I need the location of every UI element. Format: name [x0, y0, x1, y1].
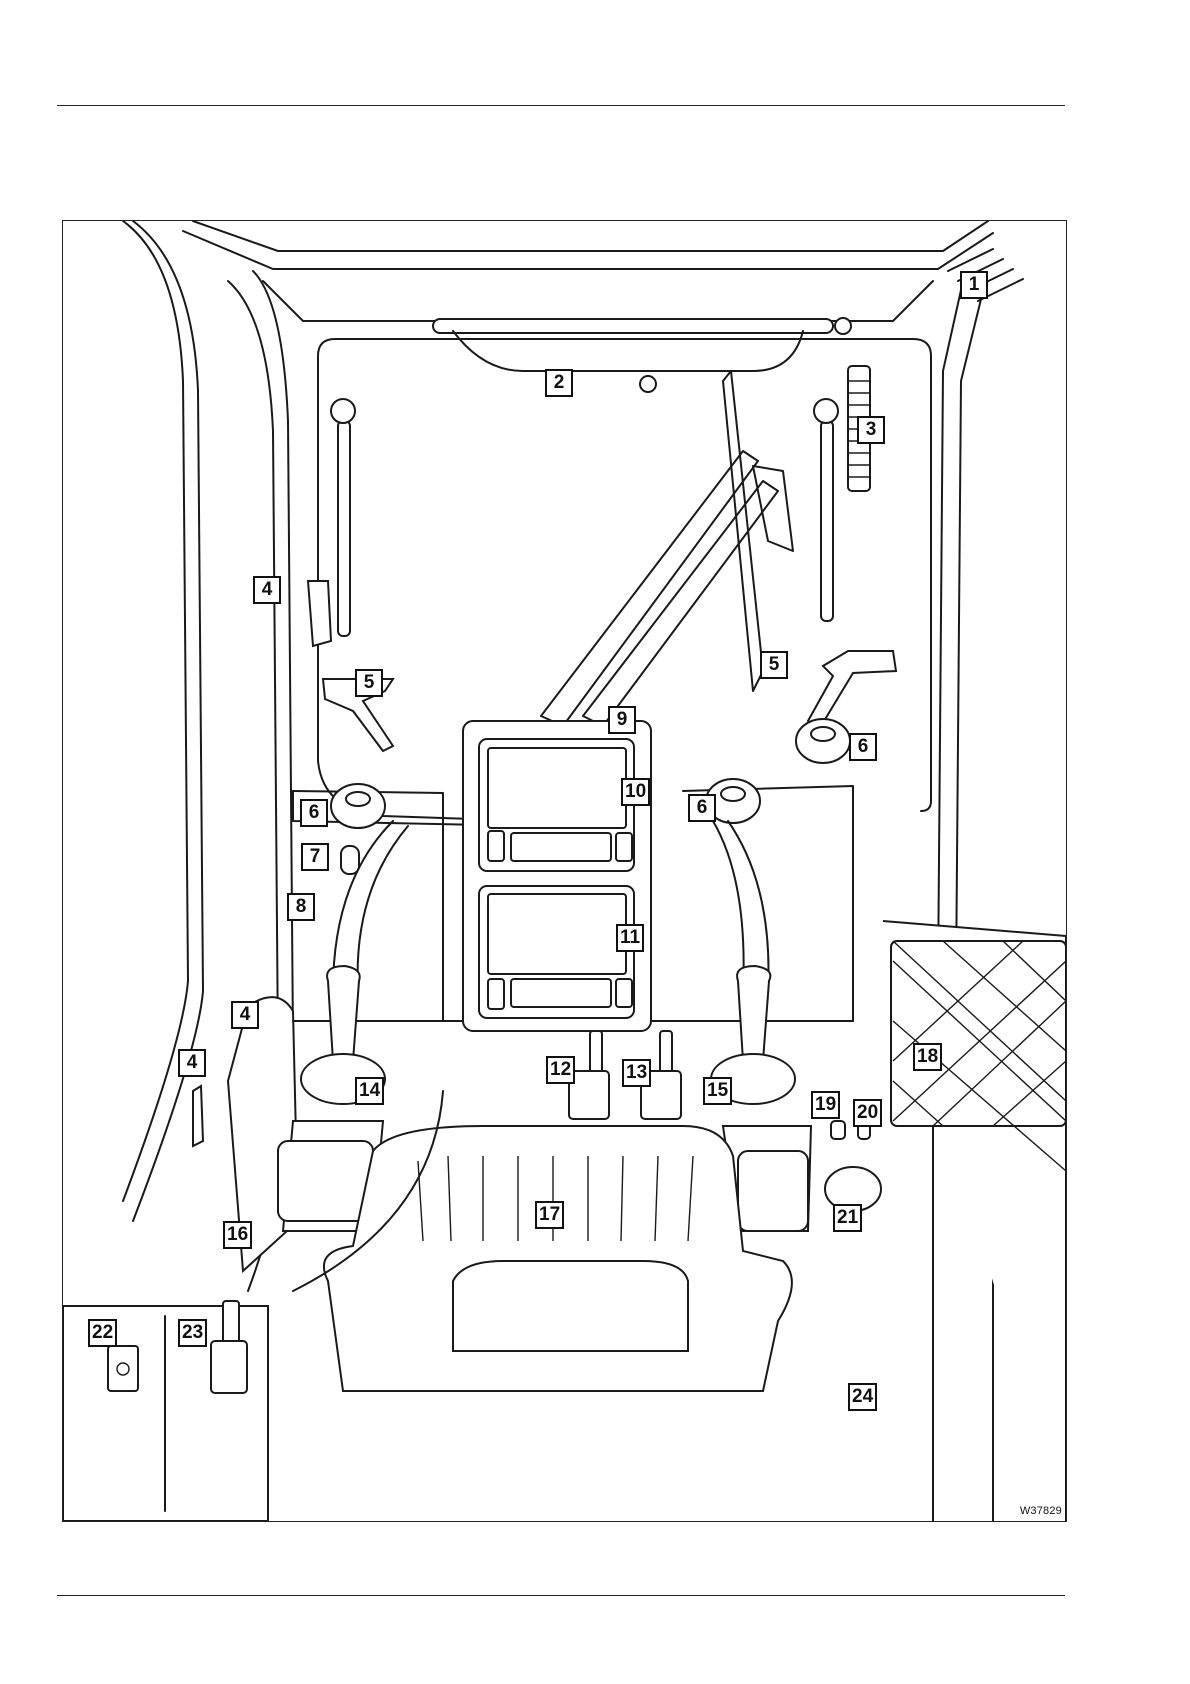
- callout-4a: 4: [253, 576, 281, 604]
- top-rule: [57, 105, 1065, 106]
- callout-23: 23: [178, 1319, 207, 1347]
- callout-3: 3: [857, 416, 885, 444]
- callout-2: 2: [545, 369, 573, 397]
- callout-24: 24: [848, 1383, 877, 1411]
- callout-5b: 5: [760, 651, 788, 679]
- callout-6b: 6: [300, 799, 328, 827]
- callout-6a: 6: [849, 733, 877, 761]
- callout-17: 17: [535, 1201, 564, 1229]
- callout-9: 9: [608, 706, 636, 734]
- callout-4b: 4: [231, 1001, 259, 1029]
- callout-7: 7: [301, 843, 329, 871]
- callout-18: 18: [913, 1043, 942, 1071]
- callout-10: 10: [621, 778, 650, 806]
- callout-19: 19: [811, 1091, 840, 1119]
- figure-id: W37829: [1020, 1505, 1062, 1517]
- callout-22: 22: [88, 1319, 117, 1347]
- callout-20: 20: [853, 1099, 882, 1127]
- callout-15: 15: [703, 1077, 732, 1105]
- cab-interior-illustration: 1 2 3 4 4 4 5 5 6 6 6 7 8 9 10 11 12 13 …: [62, 220, 1067, 1522]
- callout-11: 11: [616, 924, 644, 952]
- bottom-rule: [57, 1595, 1065, 1596]
- callout-6c: 6: [688, 794, 716, 822]
- callout-8: 8: [287, 893, 315, 921]
- callout-21: 21: [833, 1204, 862, 1232]
- callout-4c: 4: [178, 1049, 206, 1077]
- callout-16: 16: [223, 1221, 252, 1249]
- callout-13: 13: [622, 1059, 651, 1087]
- callout-14: 14: [355, 1077, 384, 1105]
- callout-5a: 5: [355, 669, 383, 697]
- callout-12: 12: [546, 1056, 575, 1084]
- cab-line-drawing: [63, 221, 1066, 1521]
- callout-1: 1: [960, 271, 988, 299]
